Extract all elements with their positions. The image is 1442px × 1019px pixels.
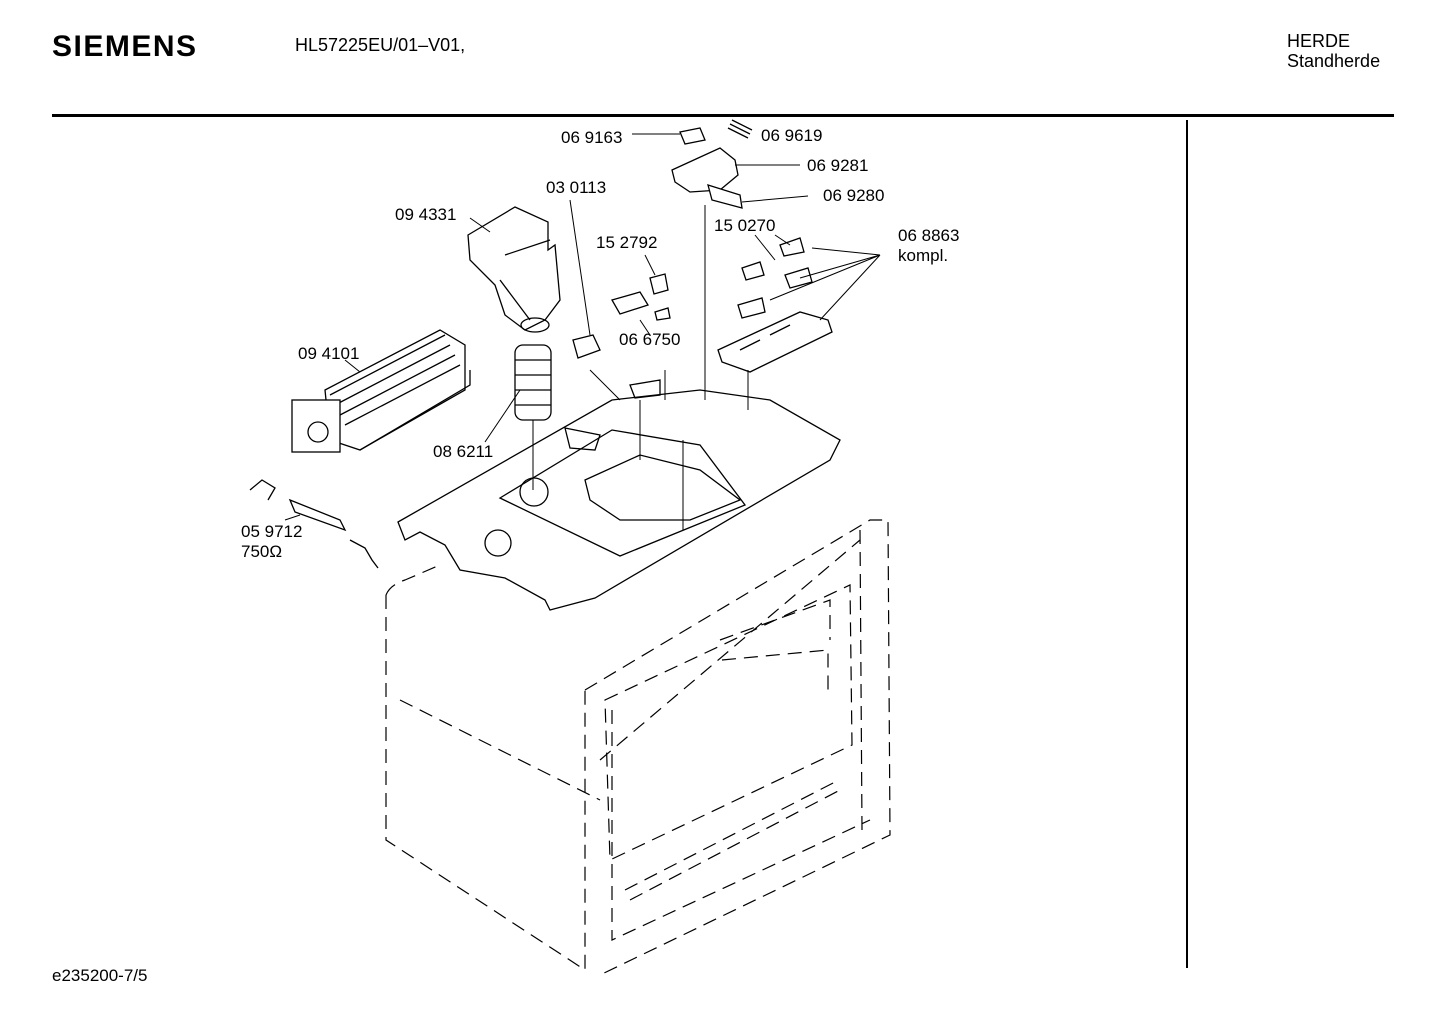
header-divider: [52, 114, 1394, 117]
door-lock-assembly: [717, 237, 833, 373]
part-label-152792: 15 2792: [596, 233, 658, 252]
fan-housing: [467, 206, 561, 333]
top-plate: [397, 379, 841, 611]
part-label-066750: 06 6750: [619, 330, 681, 349]
micro-switch-parts: [671, 119, 753, 209]
switch-and-bracket: [611, 273, 671, 321]
part-note-068863: kompl.: [898, 246, 949, 265]
part-label-059712: 05 9712: [241, 522, 303, 541]
thermostat: [572, 334, 601, 359]
part-label-030113: 03 0113: [546, 178, 607, 197]
part-label-069281: 06 9281: [807, 156, 869, 175]
part-label-094101: 09 4101: [298, 344, 360, 363]
part-label-150270: 15 0270: [714, 216, 776, 235]
leader-lines: [284, 133, 881, 530]
oven-cavity: [385, 519, 891, 976]
tangential-fan-motor: [291, 329, 471, 453]
resistor-component: [249, 479, 379, 569]
fan-wheel: [514, 344, 552, 421]
subcategory-label: Standherde: [1287, 51, 1381, 71]
model-number: HL57225EU/01–V01,: [295, 35, 466, 55]
category-label: HERDE: [1287, 31, 1351, 51]
part-label-069280: 06 9280: [823, 186, 885, 205]
part-label-086211: 08 6211: [433, 442, 494, 461]
part-label-094331: 09 4331: [395, 205, 457, 224]
part-note-059712: 750Ω: [241, 542, 283, 561]
part-label-069619: 06 9619: [761, 126, 823, 145]
drawing-id: e235200-7/5: [52, 966, 148, 985]
part-label-069163: 06 9163: [561, 128, 623, 147]
brand-logo: SIEMENS: [52, 30, 198, 63]
part-label-068863: 06 8863: [898, 226, 960, 245]
side-divider: [1186, 120, 1188, 968]
